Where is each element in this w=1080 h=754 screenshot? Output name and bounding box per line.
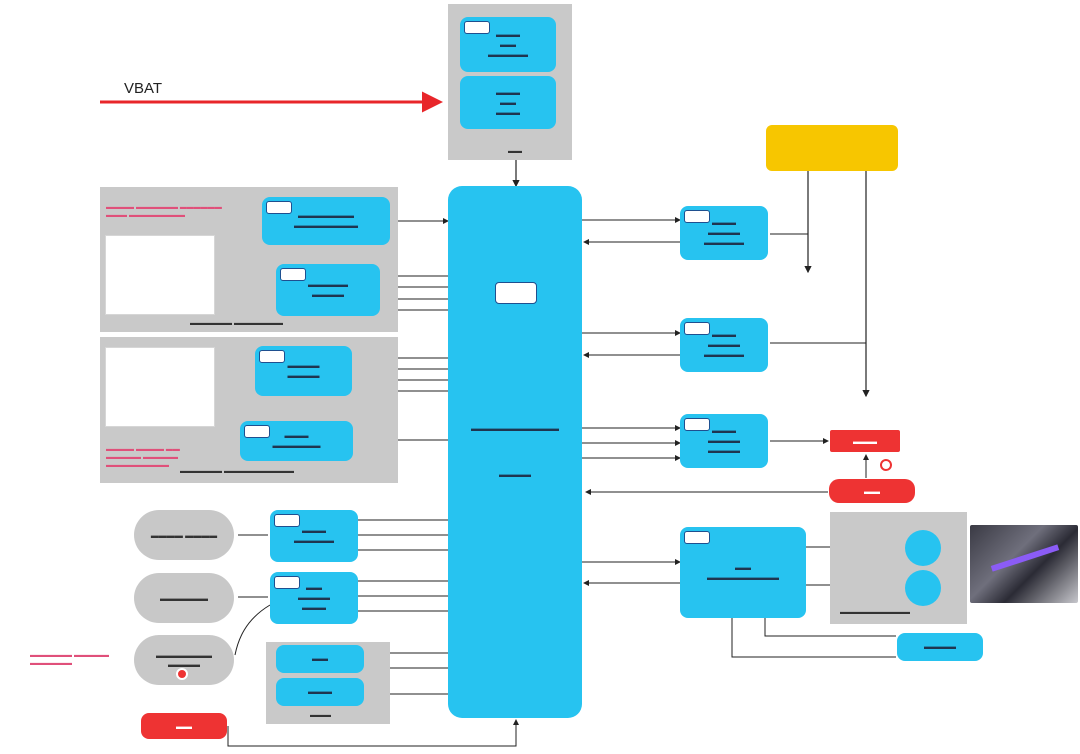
yellow-power-box <box>766 125 898 171</box>
red-bottom-box: ▬▬ <box>141 713 227 739</box>
mcu-logo-icon <box>495 282 537 304</box>
logo-icon <box>684 418 710 431</box>
panel-1-note: ▬▬▬▬ ▬▬▬▬▬▬ ▬▬▬▬▬▬▬▬▬ ▬▬▬▬▬▬▬▬ <box>106 204 222 219</box>
logo-icon <box>684 322 710 335</box>
panel-2-note: ▬▬▬▬ ▬▬▬▬ ▬▬▬▬▬▬▬ ▬▬▬▬▬▬▬▬▬▬▬▬▬▬ <box>106 446 180 469</box>
logo-icon <box>684 531 710 544</box>
logo-icon <box>280 268 306 281</box>
ambient-light-strip <box>990 544 1060 572</box>
memory-1: ▬▬ <box>276 645 364 673</box>
logo-icon <box>464 21 490 34</box>
led-driver-1: ▬▬▬▬▬▬▬▬▬▬▬▬▬▬▬ <box>262 197 390 245</box>
logo-icon <box>274 576 300 589</box>
main-mcu: ▬▬▬▬▬▬▬▬▬▬▬ ▬▬▬▬ <box>448 186 582 718</box>
logo-icon <box>684 210 710 223</box>
motor-2-icon <box>905 570 941 606</box>
panel-1-schematic <box>105 235 215 315</box>
motor-driver: ▬▬▬▬▬▬▬▬▬▬▬ <box>680 527 806 618</box>
motor-1-icon <box>905 530 941 566</box>
lin-transceiver: ▬▬▬▬▬▬▬▬▬▬▬ <box>680 414 768 468</box>
panel-1-caption: ▬▬▬▬▬▬ ▬▬▬▬▬▬▬ <box>190 320 283 327</box>
logo-icon <box>266 201 292 214</box>
led-driver-4: ▬▬▬▬▬▬▬▬▬ <box>240 421 353 461</box>
vbat-label: VBAT <box>124 80 163 97</box>
can-transceiver-1: ▬▬▬▬▬▬▬▬▬▬▬▬ <box>680 206 768 260</box>
panel-2-schematic <box>105 347 215 427</box>
status-circle-icon <box>880 459 892 471</box>
red-output-box: ▬▬▬ <box>830 430 900 452</box>
logo-icon <box>259 350 285 363</box>
peripheral-1: ▬▬▬▬ ▬▬▬▬ <box>134 510 234 560</box>
car-interior-image <box>970 525 1078 603</box>
alert-dot-icon <box>176 668 188 680</box>
panel-2-caption: ▬▬▬▬▬▬ ▬▬▬▬▬▬▬▬▬▬ <box>180 468 294 475</box>
red-input-box: ▬▬ <box>829 479 915 503</box>
memory-2: ▬▬▬ <box>276 678 364 706</box>
peripheral-note: ▬▬▬▬▬▬ ▬▬▬▬▬▬▬▬▬▬▬ <box>30 652 109 667</box>
motor-panel-caption: ▬▬▬▬▬▬▬▬▬▬ <box>840 609 910 616</box>
interface-module-2: ▬▬▬▬▬▬▬▬▬ <box>270 572 358 624</box>
motor-panel <box>830 512 967 624</box>
power-module-2: ▬▬▬▬▬▬▬▬ <box>460 76 556 129</box>
logo-icon <box>244 425 270 438</box>
peripheral-2: ▬▬▬▬▬▬ <box>134 573 234 623</box>
power-module-1: ▬▬▬▬▬▬▬▬▬▬ <box>460 17 556 72</box>
power-panel-caption: ▬▬ <box>508 148 522 155</box>
led-driver-2: ▬▬▬▬▬▬▬▬▬ <box>276 264 380 316</box>
led-driver-3: ▬▬▬▬▬▬▬▬ <box>255 346 352 396</box>
interface-module-1: ▬▬▬▬▬▬▬▬ <box>270 510 358 562</box>
logo-icon <box>274 514 300 527</box>
sensor-module: ▬▬▬▬ <box>897 633 983 661</box>
can-transceiver-2: ▬▬▬▬▬▬▬▬▬▬▬▬ <box>680 318 768 372</box>
memory-panel-caption: ▬▬▬ <box>310 712 331 719</box>
